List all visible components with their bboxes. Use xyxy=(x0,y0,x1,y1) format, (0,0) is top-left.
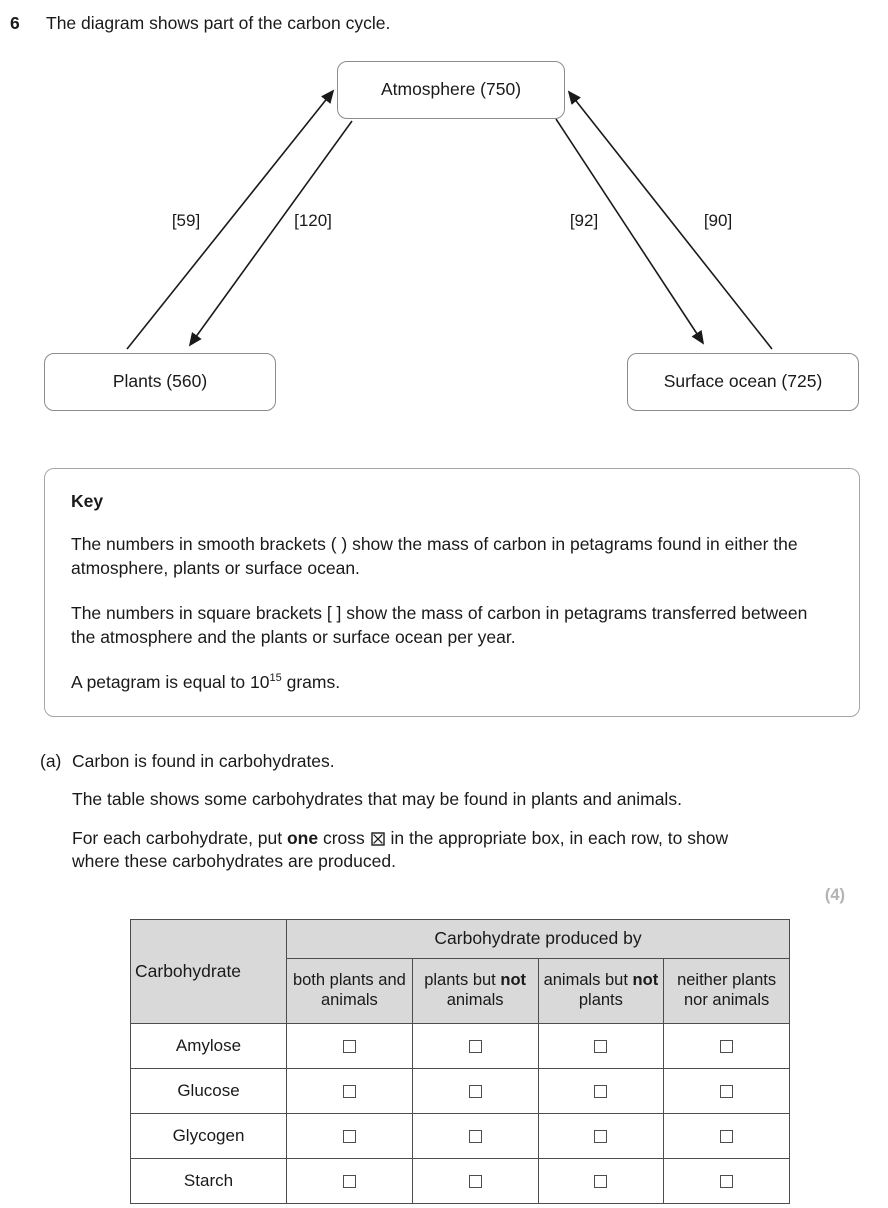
answer-checkbox[interactable] xyxy=(720,1039,734,1053)
answer-checkbox[interactable] xyxy=(720,1129,734,1143)
answer-checkbox[interactable] xyxy=(594,1174,608,1188)
table-group-header-row: Carbohydrate Carbohydrate produced by xyxy=(130,918,790,1024)
plants-label: Plants (560) xyxy=(112,371,208,392)
answer-cell[interactable] xyxy=(663,1157,790,1204)
answer-cell[interactable] xyxy=(537,1112,665,1159)
answer-cell[interactable] xyxy=(286,1067,413,1114)
key-title: Key xyxy=(71,490,104,511)
answer-checkbox[interactable] xyxy=(468,1084,482,1098)
answer-checkbox[interactable] xyxy=(468,1174,482,1188)
part-a-section: (a) Carbon is found in carbohydrates. Th… xyxy=(0,751,888,873)
key-line-smooth-brackets: The numbers in smooth brackets ( ) show … xyxy=(71,533,798,579)
arrow-plants-to-atmosphere xyxy=(126,89,335,350)
flux-label-92: [92] xyxy=(567,210,601,231)
answer-cell[interactable] xyxy=(411,1157,539,1204)
flux-label-90: [90] xyxy=(701,210,735,231)
marks-badge: (4) xyxy=(824,885,845,904)
carbon-cycle-diagram: Atmosphere (750) Plants (560) Surface oc… xyxy=(0,43,888,438)
answer-cell[interactable] xyxy=(286,1157,413,1204)
answer-checkbox[interactable] xyxy=(594,1084,608,1098)
arrow-atmosphere-to-plants xyxy=(188,120,353,347)
flux-label-59: [59] xyxy=(169,210,203,231)
surface-ocean-label: Surface ocean (725) xyxy=(663,371,823,392)
column-header-neither: neither plants nor animals xyxy=(663,957,790,1024)
question-intro-line: 6 The diagram shows part of the carbon cy… xyxy=(0,12,888,35)
instruction-bold-one: one xyxy=(286,828,319,849)
flux-arrows xyxy=(126,89,773,350)
table-row-starch: Starch xyxy=(130,1157,790,1204)
answer-cell[interactable] xyxy=(663,1112,790,1159)
answer-cell[interactable] xyxy=(411,1022,539,1069)
row-label: Glucose xyxy=(130,1067,287,1114)
petagram-exponent: 15 xyxy=(269,671,282,684)
column-header-plants-only: plants but not animals xyxy=(411,957,539,1024)
answer-cell[interactable] xyxy=(286,1112,413,1159)
part-a-label: (a) xyxy=(40,751,62,772)
petagram-unit: grams. xyxy=(281,671,341,692)
instruction-post: in the appropriate box, in each row, to … xyxy=(72,828,729,872)
atmosphere-label: Atmosphere (750) xyxy=(380,79,522,100)
key-line-square-brackets: The numbers in square brackets [ ] show … xyxy=(71,602,808,648)
answer-cell[interactable] xyxy=(411,1067,539,1114)
question-intro-text: The diagram shows part of the carbon cyc… xyxy=(46,13,391,33)
answer-checkbox[interactable] xyxy=(468,1039,482,1053)
petagram-text: A petagram is equal to 10 xyxy=(71,671,270,692)
part-a-instruction: For each carbohydrate, put one cross in … xyxy=(72,827,764,873)
key-line-petagram: A petagram is equal to 1015 grams. xyxy=(71,670,833,695)
answer-cell[interactable] xyxy=(663,1022,790,1069)
row-label: Amylose xyxy=(130,1022,287,1069)
arrow-atmosphere-to-ocean xyxy=(555,118,705,345)
group-header-produced-by: Carbohydrate produced by xyxy=(286,918,790,959)
table-row-amylose: Amylose xyxy=(130,1022,790,1069)
answer-checkbox[interactable] xyxy=(720,1174,734,1188)
answer-checkbox[interactable] xyxy=(342,1084,356,1098)
instruction-pre: For each carbohydrate, put xyxy=(72,828,287,849)
answer-cell[interactable] xyxy=(537,1067,665,1114)
column-header-carbohydrate: Carbohydrate xyxy=(130,918,287,1024)
answer-cell[interactable] xyxy=(537,1022,665,1069)
row-label: Starch xyxy=(130,1157,287,1204)
part-a-body: The table shows some carbohydrates that … xyxy=(72,788,888,873)
answer-checkbox[interactable] xyxy=(594,1129,608,1143)
flux-label-120: [120] xyxy=(292,210,334,231)
answer-checkbox[interactable] xyxy=(720,1084,734,1098)
answer-checkbox[interactable] xyxy=(342,1174,356,1188)
answer-cell[interactable] xyxy=(537,1157,665,1204)
table-row-glucose: Glucose xyxy=(130,1067,790,1114)
plants-box: Plants (560) xyxy=(44,352,276,411)
table-row-glycogen: Glycogen xyxy=(130,1112,790,1159)
answer-checkbox[interactable] xyxy=(594,1039,608,1053)
row-label: Glycogen xyxy=(130,1112,287,1159)
part-a-text2: The table shows some carbohydrates that … xyxy=(72,789,682,810)
surface-ocean-box: Surface ocean (725) xyxy=(627,352,859,411)
part-a-text1: Carbon is found in carbohydrates. xyxy=(72,751,335,772)
answer-checkbox[interactable] xyxy=(342,1039,356,1053)
boxed-cross-icon xyxy=(370,832,385,847)
answer-checkbox[interactable] xyxy=(468,1129,482,1143)
answer-cell[interactable] xyxy=(286,1022,413,1069)
answer-cell[interactable] xyxy=(663,1067,790,1114)
column-header-animals-only: animals but not plants xyxy=(537,957,665,1024)
answer-cell[interactable] xyxy=(411,1112,539,1159)
question-number: 6 xyxy=(10,13,20,33)
arrow-ocean-to-atmosphere xyxy=(567,90,773,350)
instruction-mid: cross xyxy=(318,828,370,849)
column-header-both: both plants and animals xyxy=(286,957,413,1024)
atmosphere-box: Atmosphere (750) xyxy=(337,60,565,119)
carbohydrate-table: Carbohydrate Carbohydrate produced by bo… xyxy=(130,918,790,1204)
part-a-first-line: (a) Carbon is found in carbohydrates. xyxy=(40,751,888,772)
answer-checkbox[interactable] xyxy=(342,1129,356,1143)
key-box: Key The numbers in smooth brackets ( ) s… xyxy=(44,467,860,718)
